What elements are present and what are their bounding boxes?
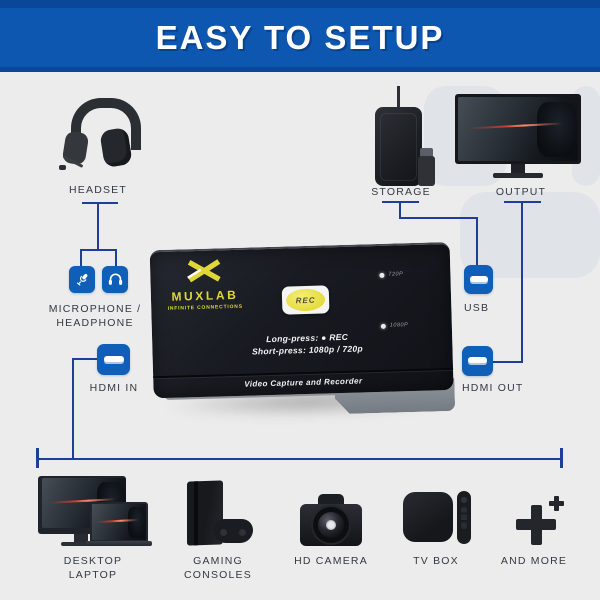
usb-stick-body <box>418 156 435 186</box>
hard-drive-detail <box>380 113 417 181</box>
usb-stick <box>418 148 435 186</box>
led-dot <box>379 272 385 278</box>
hard-drive <box>375 107 422 186</box>
connector-line <box>80 249 117 251</box>
led-dot <box>380 323 386 329</box>
capture-device: MUXLAB INFINITE CONNECTIONS REC 720P 108… <box>148 240 464 426</box>
decorative-shape <box>460 192 600 278</box>
connector-line <box>492 361 523 363</box>
capture-device-body-group: MUXLAB INFINITE CONNECTIONS REC 720P 108… <box>145 236 466 431</box>
connector-line <box>37 458 562 460</box>
connector-line <box>399 217 478 219</box>
laptop-base <box>86 541 152 546</box>
connector-line <box>97 202 99 251</box>
headset-band <box>71 98 141 150</box>
hdmi-in-icon <box>97 344 130 375</box>
tv-box-icon <box>403 491 473 547</box>
usb-port-glyph <box>469 275 488 284</box>
desktop-stand <box>74 534 88 542</box>
hdmi-out-icon <box>462 346 493 376</box>
desktop-label-line2: LAPTOP <box>68 569 118 581</box>
device-top-panel: MUXLAB INFINITE CONNECTIONS REC 720P 108… <box>149 241 454 399</box>
led-1080p-label: 1080P <box>389 322 409 329</box>
headphone-icon <box>102 266 128 293</box>
and-more-label: AND MORE <box>500 555 568 567</box>
mic-headphone-label-line2: HEADPHONE <box>56 317 134 329</box>
camera-lens <box>313 507 349 543</box>
output-label: OUTPUT <box>495 186 547 198</box>
muxlab-logo: MUXLAB INFINITE CONNECTIONS <box>162 258 247 312</box>
plus-icon <box>516 496 564 548</box>
device-instructions: Long-press: ● REC Short-press: 1080p / 7… <box>207 329 408 359</box>
page-title: EASY TO SETUP <box>155 18 445 56</box>
headphone-glyph <box>108 273 122 285</box>
microphone-glyph <box>76 273 87 286</box>
headset-label: HEADSET <box>69 184 127 196</box>
connector-line <box>476 217 478 267</box>
connector-line <box>82 202 118 204</box>
mic-headphone-label-line1: MICROPHONE / <box>48 303 142 315</box>
led-720p: 720P <box>379 271 403 278</box>
tv-box-label: TV BOX <box>413 555 459 567</box>
desktop-base <box>61 542 103 546</box>
small-plus-vertical <box>554 496 559 511</box>
desktop-laptop-label: DESKTOP LAPTOP <box>43 554 143 582</box>
connector-endcap <box>560 448 563 468</box>
laptop <box>90 502 148 542</box>
connector-line <box>72 358 99 360</box>
connector-endcap <box>36 448 39 468</box>
game-controller <box>213 519 253 543</box>
muxlab-logo-mark <box>187 259 221 283</box>
rec-button: REC <box>281 285 330 315</box>
usb-icon <box>464 265 493 294</box>
gaming-console-icon <box>185 480 255 547</box>
headset-mic-tip <box>59 165 66 170</box>
storage-label: STORAGE <box>371 186 431 198</box>
connector-line <box>399 201 401 219</box>
hdd-cable <box>397 86 400 108</box>
tv-remote <box>457 491 471 544</box>
monitor-screen <box>458 97 578 161</box>
laptop-screen <box>92 504 146 540</box>
usb-stick-cap <box>420 148 433 157</box>
brand-name: MUXLAB <box>171 287 239 304</box>
banner-top-stripe <box>0 0 600 8</box>
hdmi-port-glyph <box>468 357 487 365</box>
desktop-label-line1: DESKTOP <box>63 555 123 567</box>
hd-camera-icon <box>300 494 364 548</box>
connector-line <box>72 358 74 459</box>
hdmi-in-label: HDMI IN <box>89 382 139 394</box>
gaming-label-line1: GAMING <box>193 555 243 567</box>
tv-box-body <box>403 492 453 542</box>
banner: EASY TO SETUP <box>0 8 600 67</box>
hdmi-out-label: HDMI OUT <box>462 382 524 394</box>
connector-line <box>521 201 523 363</box>
gaming-consoles-label: GAMING CONSOLES <box>168 554 268 582</box>
connector-line <box>80 249 82 268</box>
monitor-frame <box>455 94 581 164</box>
microphone-icon <box>69 266 95 293</box>
desktop-laptop-icon <box>36 476 154 548</box>
plus-vertical <box>530 504 542 545</box>
led-720p-label: 720P <box>388 271 404 278</box>
banner-bottom-stripe <box>0 67 600 72</box>
connector-line <box>115 249 117 268</box>
brand-tagline: INFINITE CONNECTIONS <box>167 303 243 312</box>
rec-button-face: REC <box>285 288 326 312</box>
gaming-label-line2: CONSOLES <box>184 569 252 581</box>
monitor-base <box>493 173 543 178</box>
mic-headphone-label: MICROPHONE / HEADPHONE <box>33 302 157 330</box>
monitor-stand <box>511 164 525 173</box>
headset-image <box>58 96 142 178</box>
usb-label: USB <box>464 302 490 314</box>
storage-image <box>375 86 437 186</box>
output-monitor-image <box>455 94 581 182</box>
hd-camera-label: HD CAMERA <box>294 555 368 567</box>
rec-button-label: REC <box>295 295 316 305</box>
hdmi-port-glyph <box>103 355 124 364</box>
led-1080p: 1080P <box>380 322 409 329</box>
